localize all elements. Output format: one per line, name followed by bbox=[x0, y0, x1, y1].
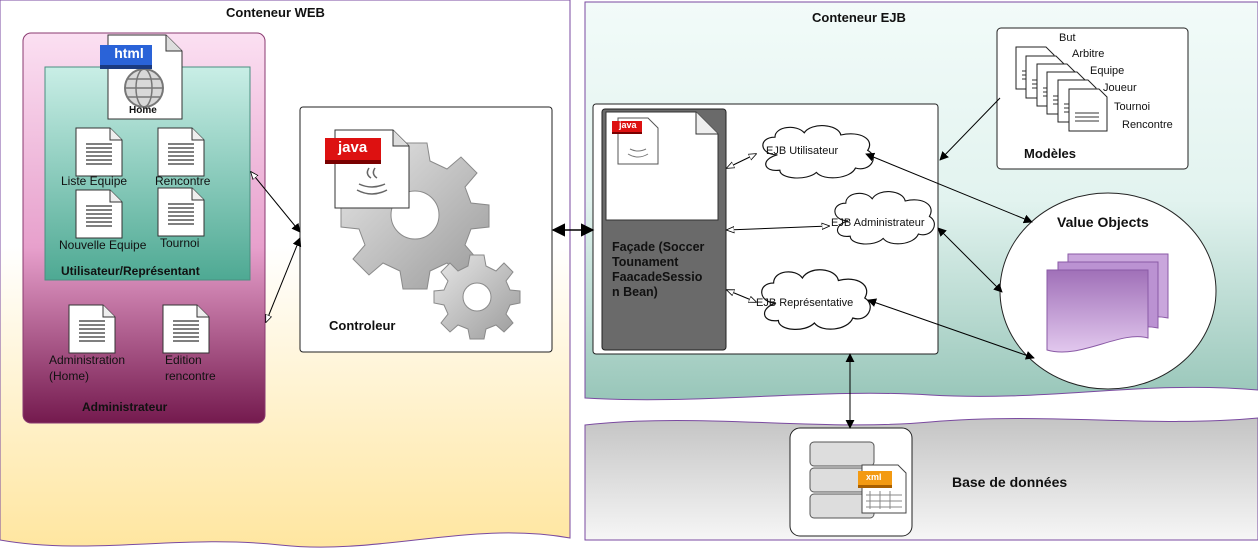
model-doc-icon bbox=[1068, 88, 1108, 132]
facade-java-badge: java bbox=[619, 120, 637, 130]
page-nouvelle-equipe-icon[interactable] bbox=[75, 189, 123, 239]
ejb-representative-label: EJB Représentative bbox=[756, 297, 854, 309]
model-arbitre: Arbitre bbox=[1072, 48, 1105, 60]
small-gear-icon bbox=[433, 254, 521, 340]
page-tournoi-icon[interactable] bbox=[157, 187, 205, 237]
page-rencontre-icon[interactable] bbox=[157, 127, 205, 177]
ejb-container-title: Conteneur EJB bbox=[812, 10, 906, 25]
models-title: Modèles bbox=[1024, 146, 1077, 161]
model-rencontre: Rencontre bbox=[1122, 119, 1173, 131]
database-container bbox=[584, 417, 1258, 541]
arrow-ejb-representative-vo bbox=[867, 298, 1035, 360]
page-edition-rencontre-icon[interactable] bbox=[162, 304, 210, 354]
admin-group-title: Administrateur bbox=[82, 400, 168, 414]
page-administration-label: Administration (Home) bbox=[49, 353, 126, 383]
coffee-cup-icon bbox=[356, 167, 388, 195]
arrow-facade-ejb-administrateur bbox=[727, 226, 829, 230]
value-objects-title: Value Objects bbox=[1057, 214, 1149, 230]
arrow-models-ejb bbox=[939, 97, 1001, 161]
user-group-title: Utilisateur/Représentant bbox=[61, 264, 200, 278]
facade-label: Façade (Soccer Tounament FaacadeSessio n… bbox=[612, 240, 705, 299]
connectors bbox=[251, 97, 1035, 429]
html-badge bbox=[100, 45, 152, 65]
page-liste-equipe-icon[interactable] bbox=[75, 127, 123, 177]
arrow-ejb-utilisateur-vo bbox=[865, 152, 1033, 224]
model-equipe: Equipe bbox=[1090, 65, 1125, 77]
page-tournoi-label: Tournoi bbox=[160, 236, 200, 250]
database-title: Base de données bbox=[952, 474, 1068, 490]
html-badge-label: html bbox=[114, 45, 144, 61]
page-edition-rencontre-label: Edition rencontre bbox=[165, 353, 216, 383]
web-container-title: Conteneur WEB bbox=[226, 5, 325, 20]
facade-java-file[interactable] bbox=[605, 111, 719, 221]
model-but: But bbox=[1059, 32, 1076, 44]
page-rencontre-label: Rencontre bbox=[155, 174, 211, 188]
model-joueur: Joueur bbox=[1103, 82, 1137, 94]
ejb-administrateur-label: EJB Administrateur bbox=[831, 217, 925, 229]
value-objects-docs-icon bbox=[1046, 253, 1169, 353]
arrow-user-controller bbox=[251, 172, 300, 232]
model-tournoi: Tournoi bbox=[1114, 101, 1151, 113]
page-administration-icon[interactable] bbox=[68, 304, 116, 354]
xml-badge: xml bbox=[866, 472, 882, 482]
controller-java-badge: java bbox=[338, 139, 368, 156]
page-liste-equipe-label: Liste Equipe bbox=[61, 174, 128, 188]
home-html-file[interactable] bbox=[100, 34, 183, 120]
arrow-admin-controller bbox=[266, 238, 300, 322]
arrow-facade-ejb-representative bbox=[727, 290, 756, 302]
arrow-facade-ejb-utilisateur bbox=[727, 154, 756, 168]
page-nouvelle-equipe-label: Nouvelle Equipe bbox=[59, 238, 147, 252]
controller-java-file[interactable] bbox=[325, 129, 410, 209]
home-label: Home bbox=[129, 105, 157, 116]
ejb-utilisateur-label: EJB Utilisateur bbox=[766, 145, 839, 157]
xml-file-icon bbox=[858, 464, 907, 514]
controller-label: Controleur bbox=[329, 318, 396, 333]
arrow-ejb-administrateur-vo bbox=[937, 227, 1003, 293]
